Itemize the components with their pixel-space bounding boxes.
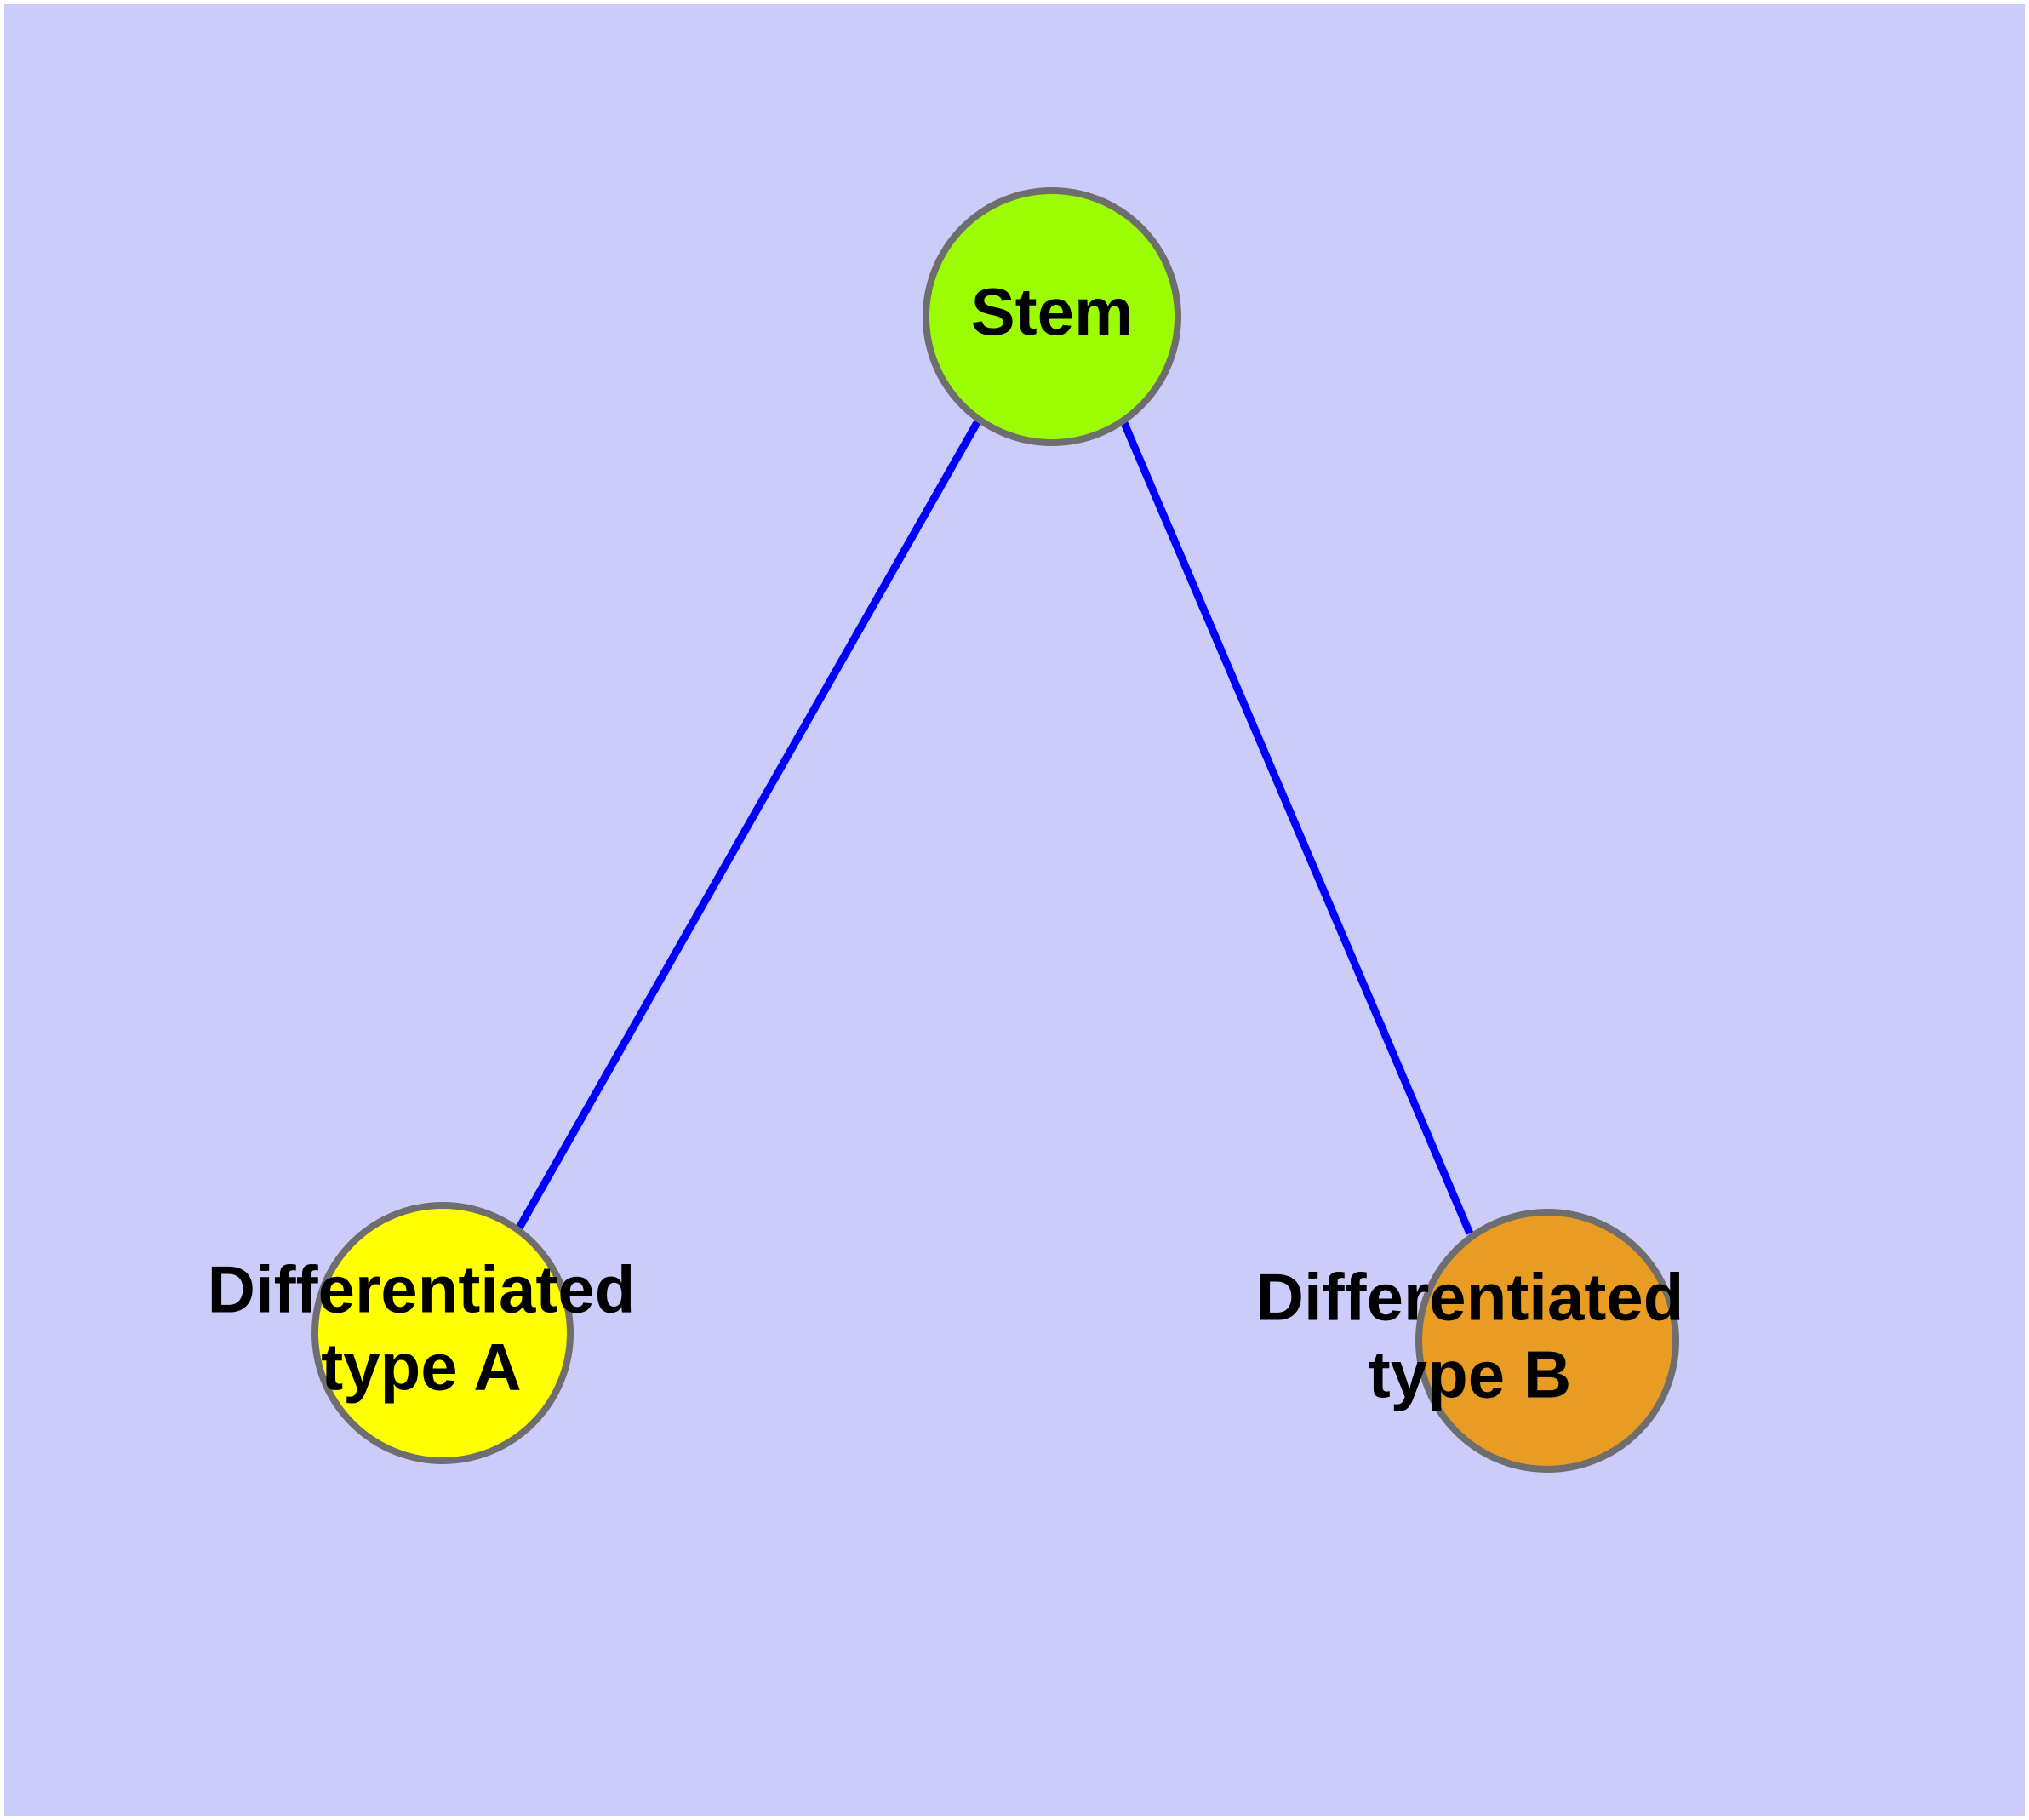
graph-node-diff_a[interactable]: [311, 1202, 574, 1464]
graph-node-stem[interactable]: [923, 187, 1181, 446]
node-label-line: type A: [321, 1329, 522, 1404]
node-label-line: type B: [1369, 1336, 1571, 1411]
graph-node-diff_b[interactable]: [1415, 1209, 1679, 1473]
graph-edge-stem-diff_a[interactable]: [514, 417, 982, 1233]
node-label-line: Stem: [971, 274, 1134, 349]
edges-layer: [514, 415, 1474, 1235]
node-label-stem: Stem: [971, 274, 1134, 349]
graph-edge-stem-diff_b[interactable]: [1117, 415, 1474, 1235]
node-label-line: Differentiated: [208, 1251, 636, 1326]
node-label-line: Differentiated: [1256, 1259, 1684, 1334]
nodes-layer: [311, 187, 1679, 1473]
